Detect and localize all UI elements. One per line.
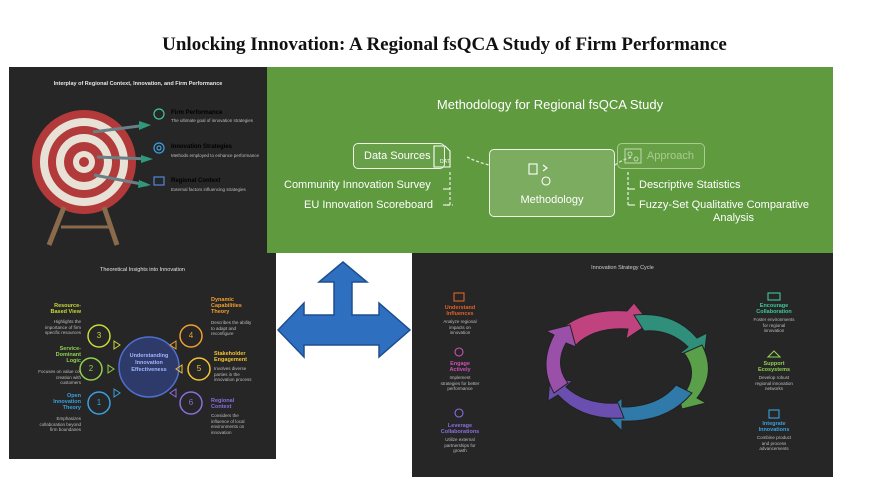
number-circles: [79, 324, 211, 415]
triangle-markers: [107, 340, 183, 398]
methodology-box: Methodology: [489, 149, 615, 217]
arrow-icon: [92, 123, 150, 187]
panel3-title: Theoretical Insights into Innovation: [100, 267, 185, 273]
regional-context-desc: External factors influencing strategies: [171, 187, 246, 192]
regional-context-label: Regional Context: [171, 178, 221, 184]
theory-wheel: [79, 324, 211, 415]
panel4-title: Innovation Strategy Cycle: [591, 265, 654, 271]
regional-context-icon: [153, 176, 165, 186]
community-innovation-survey: Community Innovation Survey: [284, 179, 431, 191]
approach-box: Approach: [617, 143, 705, 169]
firm-performance-label: Firm Performance: [171, 110, 223, 116]
engage-actively-icon: [454, 347, 464, 357]
number-5: 5: [196, 364, 202, 373]
cycle-diagram: [453, 292, 782, 433]
page-title: Unlocking Innovation: A Regional fsQCA S…: [162, 34, 727, 55]
data-sources-box: Data Sources: [353, 143, 445, 169]
innovation-strategies-icon: [153, 142, 165, 154]
innovation-strategies-label: Innovation Strategies: [171, 144, 233, 150]
integrate-innovations-icon: [768, 409, 780, 419]
methodology-connectors: [433, 145, 642, 206]
cycle-arrows-icon: [544, 302, 709, 433]
approach-icon: [624, 148, 642, 164]
number-1: 1: [96, 398, 102, 407]
dat-label: DAT: [440, 159, 450, 165]
regional-context-panel: Interplay of Regional Context, Innovatio…: [9, 67, 267, 253]
center-label: Understanding Innovation Effectiveness: [129, 353, 169, 373]
leverage-collaborations-icon: [454, 408, 464, 418]
methodology-panel: Methodology for Regional fsQCA Study: [267, 67, 833, 253]
theoretical-insights-panel: Theoretical Insights into Innovation Und…: [9, 253, 276, 459]
descriptive-statistics: Descriptive Statistics: [639, 179, 741, 191]
data-sources-label: Data Sources: [364, 150, 431, 162]
firm-performance-icon: [153, 108, 165, 120]
number-6: 6: [188, 398, 194, 407]
innovation-strategy-cycle-panel: Innovation Strategy Cycle Und: [412, 253, 833, 477]
methodology-label: Methodology: [520, 194, 584, 206]
number-2: 2: [88, 364, 94, 373]
eu-innovation-scoreboard: EU Innovation Scoreboard: [304, 199, 434, 211]
three-way-arrow-icon: [276, 261, 412, 359]
target-illustration: [32, 108, 165, 246]
methodology-icon: [528, 163, 551, 186]
support-ecosystems-icon: [766, 350, 782, 358]
encourage-collaboration-icon: [767, 292, 781, 301]
fsqca-line-1: Fuzzy-Set Qualitative Comparative: [639, 199, 809, 211]
approach-label: Approach: [646, 150, 694, 162]
target-icon: [32, 110, 136, 246]
methodology-title: Methodology for Regional fsQCA Study: [436, 97, 664, 112]
number-3: 3: [96, 331, 102, 340]
firm-performance-desc: The ultimate goal of innovation strategi…: [171, 118, 254, 123]
fsqca-line-2: Analysis: [713, 212, 754, 224]
number-4: 4: [188, 331, 194, 340]
panel1-title: Interplay of Regional Context, Innovatio…: [53, 81, 223, 87]
innovation-strategies-desc: Methods employed to enhance performance: [171, 153, 260, 158]
understand-influences-icon: [453, 292, 465, 302]
resource-based-view-label: Resource-Based View: [50, 303, 81, 316]
